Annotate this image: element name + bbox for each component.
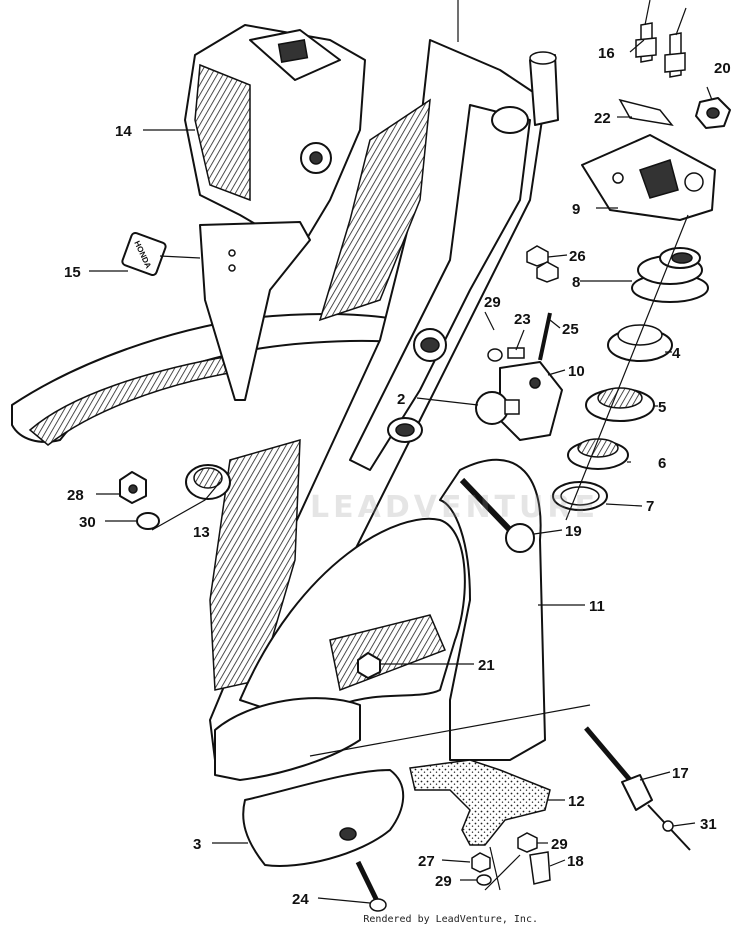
label-23: 23 [514,311,531,328]
label-28: 28 [67,487,84,504]
race-5 [585,387,655,422]
label-17: 17 [672,765,689,782]
label-29-right: 29 [551,836,568,853]
bolt-23 [507,347,525,359]
label-14: 14 [115,123,132,140]
knob-2 [475,391,520,425]
nut-29-right [517,832,538,853]
fork-main-body [209,39,546,761]
nut-21 [357,652,381,679]
honda-emblem: HONDA [121,231,201,277]
credit-text: Rendered by LeadVenture, Inc. [363,914,538,925]
adjuster-17 [584,726,691,851]
nut-28 [119,471,147,504]
nut-20 [695,97,731,129]
part-number-labels: 2 3 4 5 6 7 8 9 10 11 12 13 14 15 16 17 … [64,45,731,908]
label-29-bottom: 29 [435,873,452,890]
washer-29-bottom [476,874,492,886]
cover-3 [242,769,405,867]
bolt-25 [538,312,552,361]
race-4 [607,324,673,362]
washer-7 [552,481,608,511]
label-5: 5 [658,399,666,416]
lock-plate-22 [618,98,674,127]
label-24: 24 [292,891,309,908]
label-20: 20 [714,60,731,77]
label-13: 13 [193,524,210,541]
emblem-bracket [199,221,311,401]
washer-30 [136,512,160,530]
label-2: 2 [397,391,405,408]
label-15: 15 [64,264,81,281]
race-6 [567,438,629,470]
headlight-case [184,24,366,251]
watermark: LEADVENTURE [310,490,599,525]
label-27: 27 [418,853,435,870]
nut-27 [471,852,491,873]
top-bridge-plate [581,134,716,221]
screw-24 [355,860,387,912]
leader-lines [89,0,713,904]
bearing-stack [552,214,709,521]
step-plate-12 [409,759,551,846]
label-9: 9 [572,201,580,218]
label-25: 25 [562,321,579,338]
label-3: 3 [193,836,201,853]
washer-29-top [487,348,503,362]
label-6: 6 [658,455,666,472]
bolt-19 [459,477,535,553]
cone-8 [631,247,709,303]
label-11: 11 [589,598,605,615]
label-26: 26 [569,248,586,265]
bolt-18 [529,851,551,885]
label-10: 10 [568,363,585,380]
bolt-16 [629,22,686,78]
label-16: 16 [598,45,615,62]
label-31: 31 [700,816,717,833]
label-4: 4 [672,345,681,362]
steering-stem [529,51,559,126]
label-18: 18 [567,853,584,870]
label-7: 7 [646,498,654,515]
nut-26 [526,245,559,283]
label-8: 8 [572,274,580,291]
label-12: 12 [568,793,585,810]
label-21: 21 [478,657,495,674]
label-30: 30 [79,514,96,531]
label-29-top: 29 [484,294,501,311]
label-19: 19 [565,523,582,540]
label-22: 22 [594,110,611,127]
cap-13 [185,464,231,500]
